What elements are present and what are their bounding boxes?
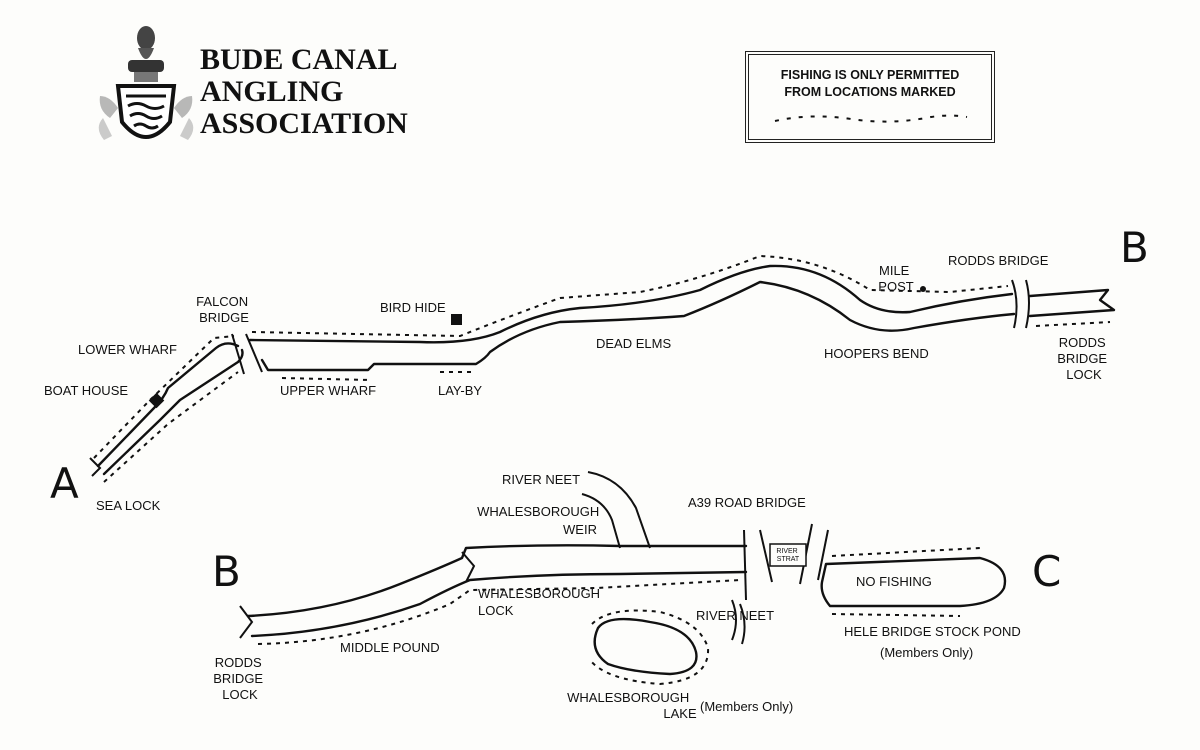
label-sea-lock: SEA LOCK [96, 498, 161, 513]
label-lower-wharf: LOWER WHARF [78, 342, 177, 357]
dotted-line-legend-icon [774, 114, 968, 123]
label-boat-house: BOAT HOUSE [44, 383, 128, 398]
marker-b-top: B [1120, 223, 1149, 272]
label-whalesborough-lock: WHALESBOROUGH LOCK [478, 586, 604, 618]
title-line-1: BUDE CANAL [200, 43, 398, 76]
label-whalesborough-lake: WHALESBOROUGH LAKE [567, 690, 697, 721]
label-members-only-pond: (Members Only) [880, 645, 973, 660]
river-neet-top-west [581, 493, 621, 549]
a39-bridge-west [743, 529, 747, 601]
river-neet-bottom-b [739, 603, 746, 645]
label-falcon-bridge: FALCON BRIDGE [196, 294, 252, 325]
diamond-marker-icon [148, 392, 165, 409]
fishing-stretch-sea-lock [103, 371, 239, 483]
association-title: BUDE CANAL ANGLING ASSOCIATION [200, 44, 408, 140]
label-dead-elms: DEAD ELMS [596, 336, 671, 351]
label-hoopers-bend: HOOPERS BEND [824, 346, 929, 361]
river-neet-top-east [587, 471, 651, 549]
label-lay-by: LAY-BY [438, 383, 482, 398]
rodds-bridge-east [1025, 279, 1030, 329]
label-members-only-lake: (Members Only) [700, 699, 793, 714]
canal-middle-pound-north [246, 544, 748, 618]
label-river-strat: RIVER STRAT [776, 548, 800, 563]
label-whalesborough-weir: WHALESBOROUGH WEIR [477, 504, 603, 537]
falcon-bridge-west [231, 333, 245, 375]
notice-line-1: FISHING IS ONLY PERMITTED [780, 68, 960, 82]
fishing-stretch-upper-wharf [281, 377, 371, 381]
label-rodds-bridge: RODDS BRIDGE [948, 253, 1049, 268]
title-line-2: ANGLING [200, 75, 344, 108]
marker-b-bottom: B [212, 547, 241, 596]
label-a39-road-bridge: A39 ROAD BRIDGE [688, 495, 806, 510]
falcon-bridge-east [245, 333, 263, 373]
label-river-neet-top: RIVER NEET [502, 472, 580, 487]
fishing-stretch-rodds-lock [1035, 321, 1111, 327]
river-neet-bottom-a [731, 599, 737, 641]
label-rodds-bridge-lock-top: RODDS BRIDGE LOCK [1057, 335, 1110, 382]
rodds-bridge-west [1011, 279, 1018, 329]
hele-bridge-stock-pond [820, 556, 1007, 608]
canal-bank-south [260, 280, 1016, 372]
a39-bridge-east2 [817, 529, 829, 581]
whalesborough-lake [593, 617, 698, 676]
label-no-fishing: NO FISHING [856, 574, 932, 589]
canal-bank-lower-a [102, 348, 244, 476]
label-bird-hide: BIRD HIDE [380, 300, 446, 315]
title-line-3: ASSOCIATION [200, 107, 408, 140]
river-strat-crossing [769, 543, 807, 567]
label-mile-post: MILE POST [878, 263, 913, 294]
label-hele-bridge-stock-pond: HELE BRIDGE STOCK POND [844, 624, 1021, 639]
square-marker-icon [451, 314, 462, 325]
canal-middle-pound-south [250, 570, 748, 638]
sea-lock-gate [89, 457, 102, 477]
label-upper-wharf: UPPER WHARF [280, 383, 376, 398]
fishing-stretch-pond-south [831, 613, 961, 617]
canal-rodds-lock-stub [1028, 288, 1116, 318]
fishing-stretch-pond-north [831, 547, 981, 557]
canal-bank-north [248, 264, 1014, 344]
canal-bank-upper-a [96, 342, 240, 468]
a39-bridge-mid [759, 529, 773, 583]
marker-a: A [50, 459, 79, 508]
whalesborough-lock-gate [461, 551, 476, 583]
heraldic-crest-icon [98, 26, 194, 140]
dot-marker-icon [920, 286, 926, 292]
label-river-neet-bottom: RIVER NEET [696, 608, 774, 623]
label-rodds-bridge-lock-bottom: RODDS BRIDGE LOCK [213, 655, 266, 702]
rodds-lock-gate-bottom [239, 605, 254, 639]
notice-line-2: FROM LOCATIONS MARKED [784, 85, 956, 99]
marker-c: C [1032, 547, 1061, 596]
fishing-notice-box: FISHING IS ONLY PERMITTED FROM LOCATIONS… [745, 51, 995, 143]
label-middle-pound: MIDDLE POUND [340, 640, 440, 655]
fishing-stretch-middle-pound [257, 579, 741, 645]
